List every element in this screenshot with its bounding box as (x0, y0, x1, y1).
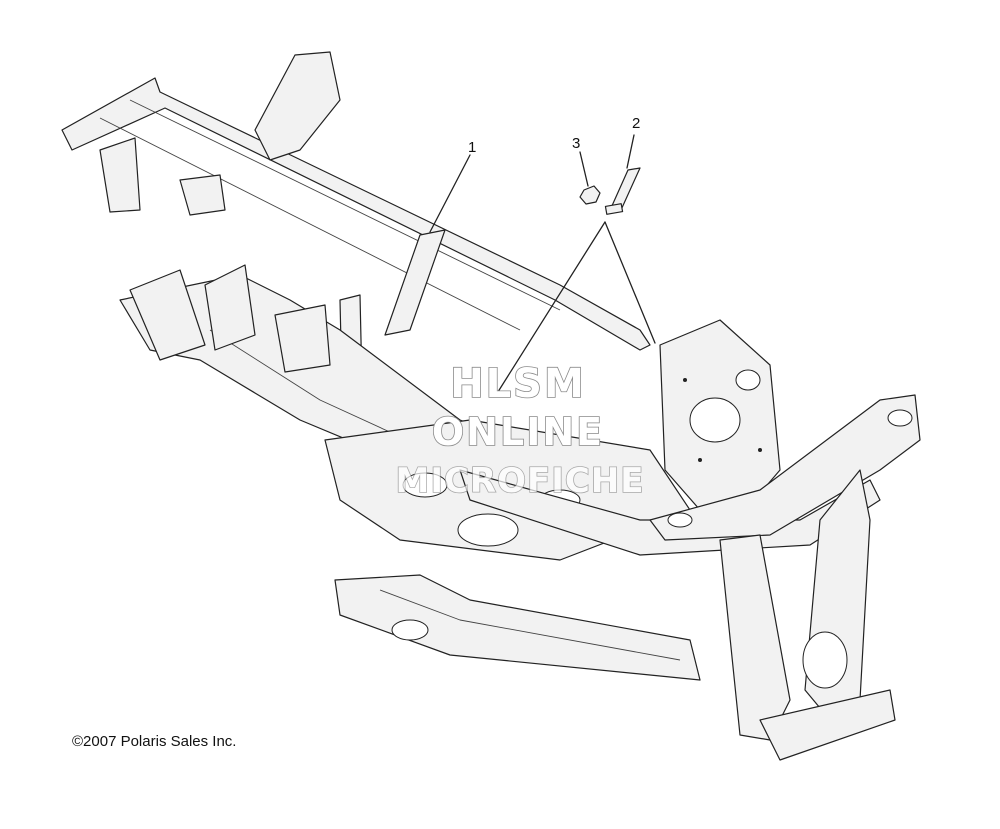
copyright-notice: ©2007 Polaris Sales Inc. (72, 733, 237, 750)
watermark: HLSM ONLINE MICROFICHE (395, 360, 645, 502)
callout-3: 3 (572, 135, 580, 152)
watermark-line2: ONLINE (432, 410, 604, 454)
vehicle-frame-drawing (61, 51, 921, 761)
watermark-line3: MICROFICHE (395, 461, 644, 501)
watermark-line1: HLSM (450, 361, 586, 407)
callout-1: 1 (468, 139, 476, 156)
callout-2: 2 (632, 115, 640, 132)
callout-labels: 1 2 3 (468, 115, 640, 156)
